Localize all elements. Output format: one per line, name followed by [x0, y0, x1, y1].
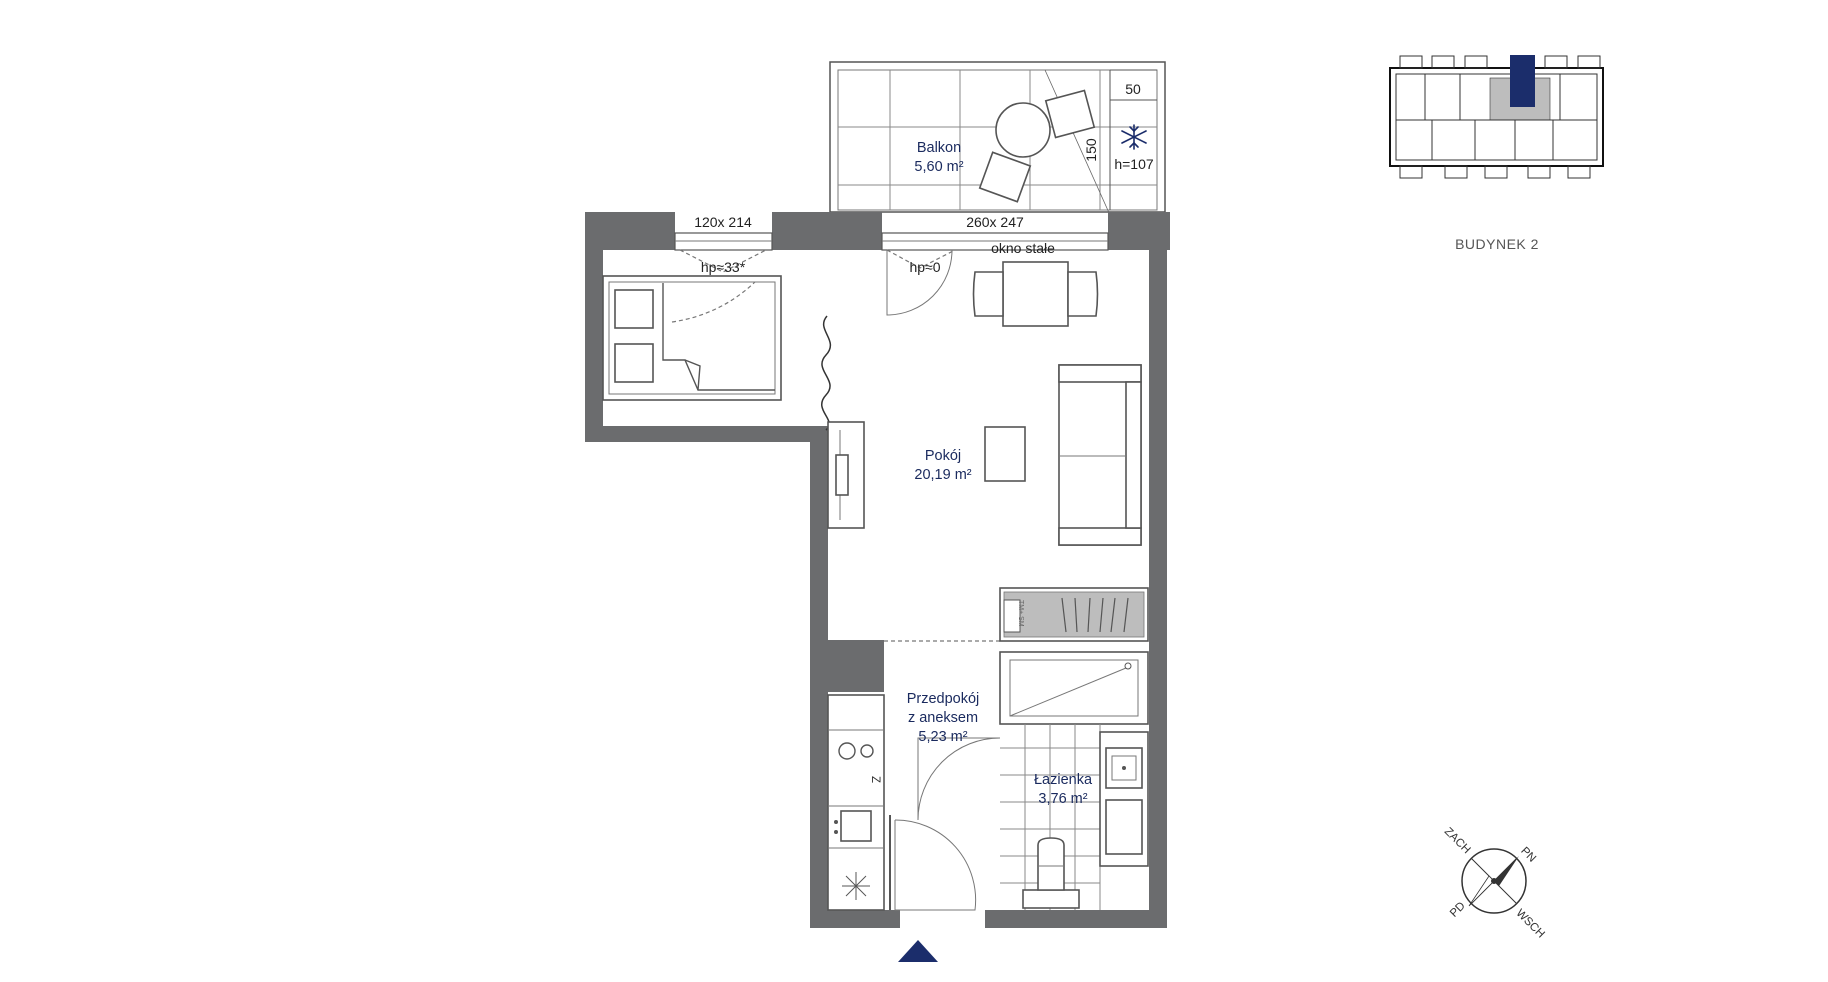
snowflake-icon — [1121, 124, 1147, 150]
curtain — [821, 315, 832, 431]
room-name-hall-line2: z aneksem — [908, 710, 978, 726]
wardrobe — [827, 421, 865, 529]
windows — [674, 232, 1109, 273]
kitchenette: Z — [827, 694, 885, 911]
walls — [585, 212, 1170, 928]
fridge-icon — [842, 872, 870, 900]
door-swing-icon — [886, 249, 1001, 911]
room-name-bathroom: Łazienka — [1034, 772, 1093, 788]
hob-icon — [828, 729, 884, 760]
closet-unit — [999, 587, 1149, 642]
room-name-living: Pokój — [925, 448, 961, 464]
sill-height-left: hp≈33* — [701, 259, 746, 275]
room-name-hall: Przedpokój — [907, 691, 980, 707]
compass-s: PD — [1448, 900, 1468, 920]
bed-icon — [602, 275, 782, 401]
room-name-balcony: Balkon — [917, 140, 961, 156]
washer-label: TM+ SM — [1017, 600, 1024, 627]
balcony-table — [978, 89, 1096, 203]
toilet-icon — [1022, 837, 1080, 909]
window-left-size: 120x 214 — [694, 214, 752, 230]
key-plan-icon — [1389, 55, 1604, 179]
bathroom — [999, 651, 1149, 910]
compass-n: PN — [1518, 845, 1538, 865]
bathtub-icon — [999, 651, 1149, 725]
room-area-living: 20,19 m² — [914, 467, 971, 483]
fixed-window-label: okno stałe — [991, 240, 1055, 256]
compass-icon — [1461, 848, 1527, 914]
coffee-table — [984, 426, 1026, 482]
room-area-bathroom: 3,76 m² — [1038, 791, 1087, 807]
room-area-balcony: 5,60 m² — [914, 159, 963, 175]
compass-w: ZACH — [1442, 826, 1473, 857]
room-area-hall: 5,23 m² — [918, 729, 967, 745]
compass-e: WSCH — [1513, 907, 1546, 940]
window-right-size: 260x 247 — [966, 214, 1024, 230]
entrance-arrow-icon — [898, 940, 938, 962]
dimension-balcony-width: 50 — [1125, 81, 1141, 97]
building-label: BUDYNEK 2 — [1455, 236, 1539, 252]
sofa-icon — [1058, 364, 1142, 546]
dining-table-icon — [972, 261, 1099, 327]
sill-height-right: hp≈0 — [909, 259, 940, 275]
dimension-balcony-depth: 150 — [1083, 138, 1099, 162]
balcony — [829, 61, 1166, 216]
svg-text:Z: Z — [869, 776, 881, 783]
railing-height: h=107 — [1114, 156, 1154, 172]
